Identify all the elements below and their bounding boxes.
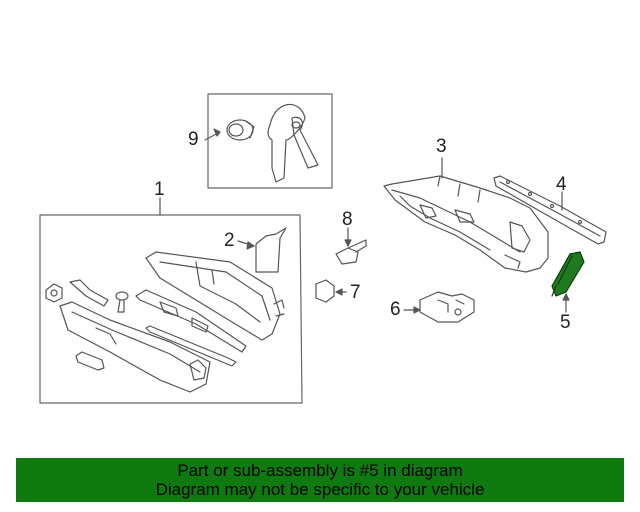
part-1-screw <box>115 291 129 313</box>
part-6-latch-bracket <box>419 291 475 323</box>
callout-5: 5 <box>560 312 571 333</box>
part-1-door-panel <box>59 301 211 393</box>
part-4-rail <box>493 175 607 245</box>
leader-7 <box>335 288 347 296</box>
callout-8: 8 <box>342 209 353 230</box>
banner-line-1: Part or sub-assembly is #5 in diagram <box>177 461 463 480</box>
leader-2 <box>237 240 255 250</box>
part-1-trim-strip <box>145 325 237 367</box>
leader-8 <box>344 227 352 247</box>
part-5-damper-highlighted <box>551 251 585 297</box>
callout-6: 6 <box>390 299 401 320</box>
part-1-bracket <box>69 279 109 307</box>
part-9-key <box>267 103 319 183</box>
leader-9 <box>204 128 221 141</box>
callout-1: 1 <box>154 179 165 200</box>
part-1-latch <box>189 359 207 381</box>
part-9-lock-cylinder <box>226 119 255 141</box>
part-1-tab <box>273 299 285 317</box>
part-7-clip <box>315 279 335 303</box>
part-2-panel <box>255 227 287 273</box>
part-9-group-frame <box>207 93 333 189</box>
banner-line-2: Diagram may not be specific to your vehi… <box>155 480 485 499</box>
callout-9: 9 <box>188 129 199 150</box>
part-1-glove-box-bin <box>145 251 281 341</box>
leader-5 <box>562 293 570 313</box>
part-1-handle <box>75 351 105 371</box>
callout-4: 4 <box>556 174 567 195</box>
callout-3: 3 <box>436 136 447 157</box>
part-1-group-frame <box>39 214 303 404</box>
part-3-glove-box-housing <box>383 175 549 273</box>
part-1-frame-strip <box>135 289 247 353</box>
callout-2: 2 <box>224 230 235 251</box>
leader-6 <box>403 306 421 314</box>
info-banner: Part or sub-assembly is #5 in diagram Di… <box>16 458 624 502</box>
part-8-bumper <box>335 239 367 265</box>
part-1-clip <box>45 283 63 303</box>
callout-7: 7 <box>350 282 361 303</box>
